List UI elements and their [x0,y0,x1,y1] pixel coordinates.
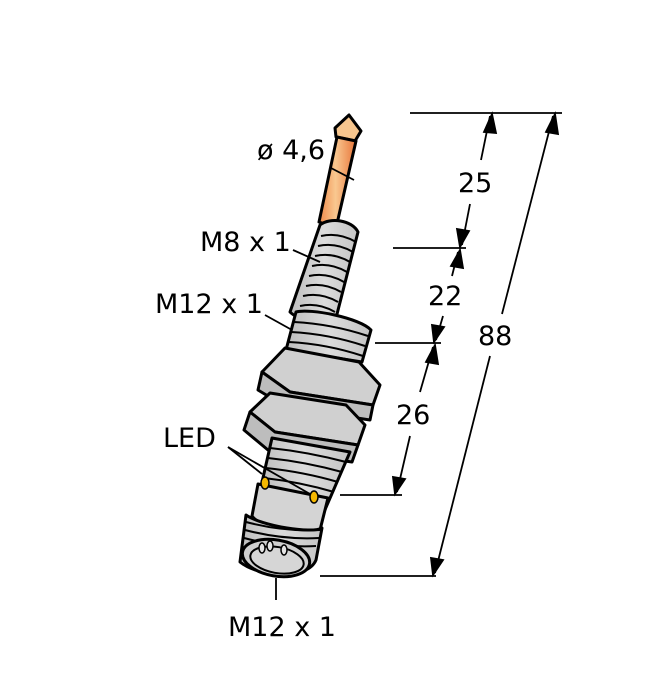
leader-m8 [292,249,321,263]
dimension-88: 88 [478,321,512,352]
probe [317,113,363,230]
connector [238,513,324,579]
leader-m12 [264,314,293,331]
sensor-body [238,113,382,579]
led-indicator-left [260,476,270,490]
dimension-22: 22 [428,281,462,312]
label-led: LED [163,423,216,454]
label-m8-thread: M8 x 1 [200,227,291,258]
label-connector-thread: M12 x 1 [228,612,336,643]
m12-thread-upper [284,309,373,364]
m8-thread [288,219,360,323]
extension-lines [320,112,562,577]
dimension-lines [391,111,560,578]
label-m12-thread: M12 x 1 [155,289,263,320]
leader-lines [227,167,355,600]
dimension-25: 25 [458,168,492,199]
dimension-26: 26 [396,400,430,431]
label-probe-diameter: ø 4,6 [257,135,325,166]
connector-pins [258,540,288,556]
leader-led-right [227,446,311,495]
leader-probe-diameter [330,167,355,181]
led-indicator-right [309,490,319,504]
leader-led-left [227,446,263,475]
